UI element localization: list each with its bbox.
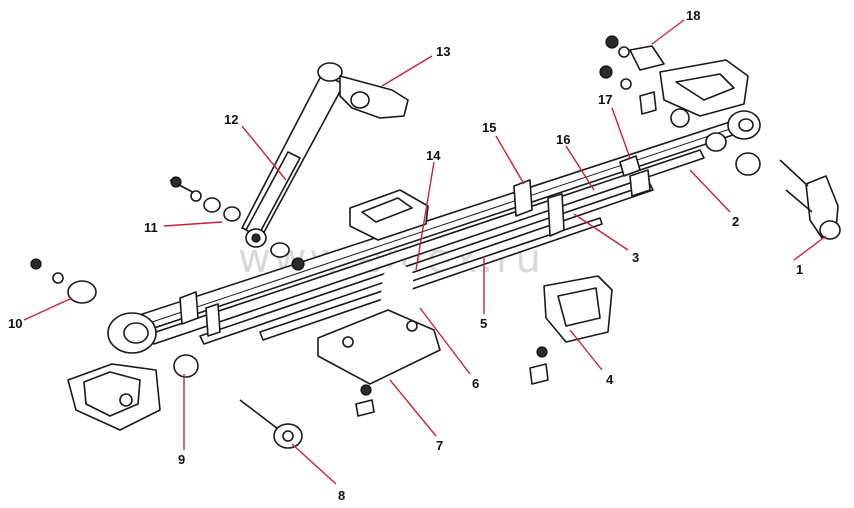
callout-14: 14: [426, 148, 441, 163]
callout-16: 16: [556, 132, 570, 147]
callout-11: 11: [144, 220, 158, 235]
spring-lower-plate: [317, 309, 441, 417]
rear-hanger-bracket: [659, 59, 749, 152]
leader-lines: [23, 19, 827, 485]
callout-13: 13: [436, 44, 450, 59]
bump-stop-bracket: [529, 275, 613, 385]
shock-absorber: [241, 62, 345, 248]
callout-8: 8: [338, 488, 345, 503]
shock-bracket: [339, 75, 409, 119]
leaf-spring: [117, 117, 749, 345]
callout-7: 7: [436, 438, 443, 453]
rear-spring-eye: [727, 110, 761, 140]
shock-mount-hardware: [169, 176, 305, 271]
front-spring-eye: [107, 312, 157, 354]
spring-clamp-front: [179, 291, 221, 337]
callout-3: 3: [632, 250, 639, 265]
callout-5: 5: [480, 316, 487, 331]
rear-bracket-hardware: [599, 35, 665, 115]
callout-12: 12: [224, 112, 238, 127]
spring-clamp-rear: [513, 169, 651, 237]
callout-1: 1: [796, 262, 803, 277]
rubber-pad: [349, 189, 429, 241]
callout-4: 4: [606, 372, 614, 387]
front-pin-bolt: [239, 399, 303, 449]
callout-17: 17: [598, 92, 612, 107]
rear-shackle: [735, 152, 841, 240]
callout-18: 18: [686, 8, 700, 23]
rebound-clip: [619, 155, 641, 177]
front-bushing: [30, 258, 199, 378]
front-hanger-bracket: [67, 363, 161, 431]
callout-6: 6: [472, 376, 479, 391]
callout-9: 9: [178, 452, 185, 467]
callout-2: 2: [732, 214, 739, 229]
callout-15: 15: [482, 120, 496, 135]
callout-10: 10: [8, 316, 22, 331]
